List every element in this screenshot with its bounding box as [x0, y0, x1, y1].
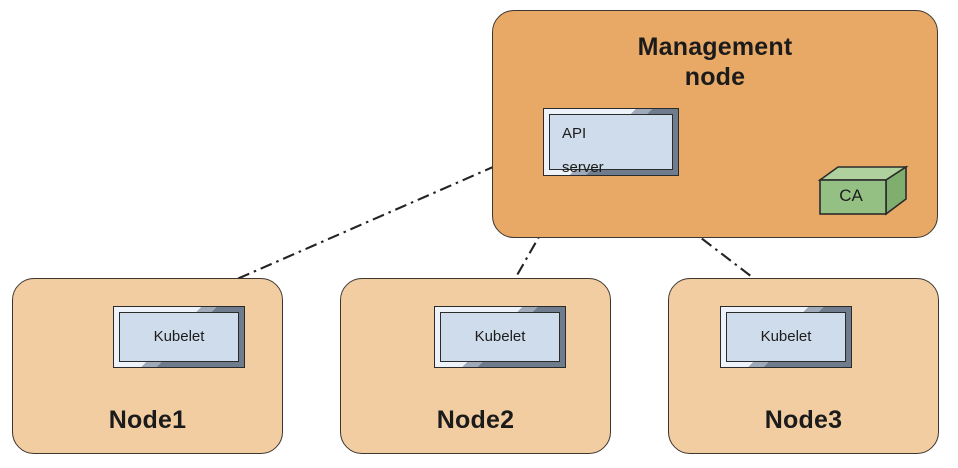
node3-kubelet-box[interactable]: Kubelet	[720, 306, 852, 368]
ca-label: CA	[839, 186, 863, 205]
node2-kubelet-label: Kubelet	[474, 328, 526, 346]
node2-kubelet-face: Kubelet	[440, 312, 560, 362]
node1-label: Node1	[108, 405, 187, 434]
node1-kubelet-face: Kubelet	[119, 312, 239, 362]
node3-label: Node3	[764, 405, 843, 434]
api-server-face: API server	[549, 114, 673, 176]
node3-kubelet-face: Kubelet	[726, 312, 846, 362]
node1-kubelet-box[interactable]: Kubelet	[113, 306, 245, 368]
node3-kubelet-label: Kubelet	[760, 328, 812, 346]
api-server-box[interactable]: API server	[543, 108, 679, 176]
management-node-label: Management node	[493, 33, 937, 92]
ca-box[interactable]: CA	[817, 165, 909, 217]
management-node-label-line2: node	[684, 62, 746, 91]
ca-cuboid-shape	[817, 165, 909, 216]
api-server-label: API server	[562, 108, 604, 176]
api-server-label-line2: server	[562, 159, 604, 177]
node2-label: Node2	[436, 405, 515, 434]
management-node-label-line1: Management	[637, 33, 793, 61]
node2-kubelet-box[interactable]: Kubelet	[434, 306, 566, 368]
node1-kubelet-label: Kubelet	[153, 328, 205, 346]
api-server-label-line1: API	[562, 124, 587, 142]
